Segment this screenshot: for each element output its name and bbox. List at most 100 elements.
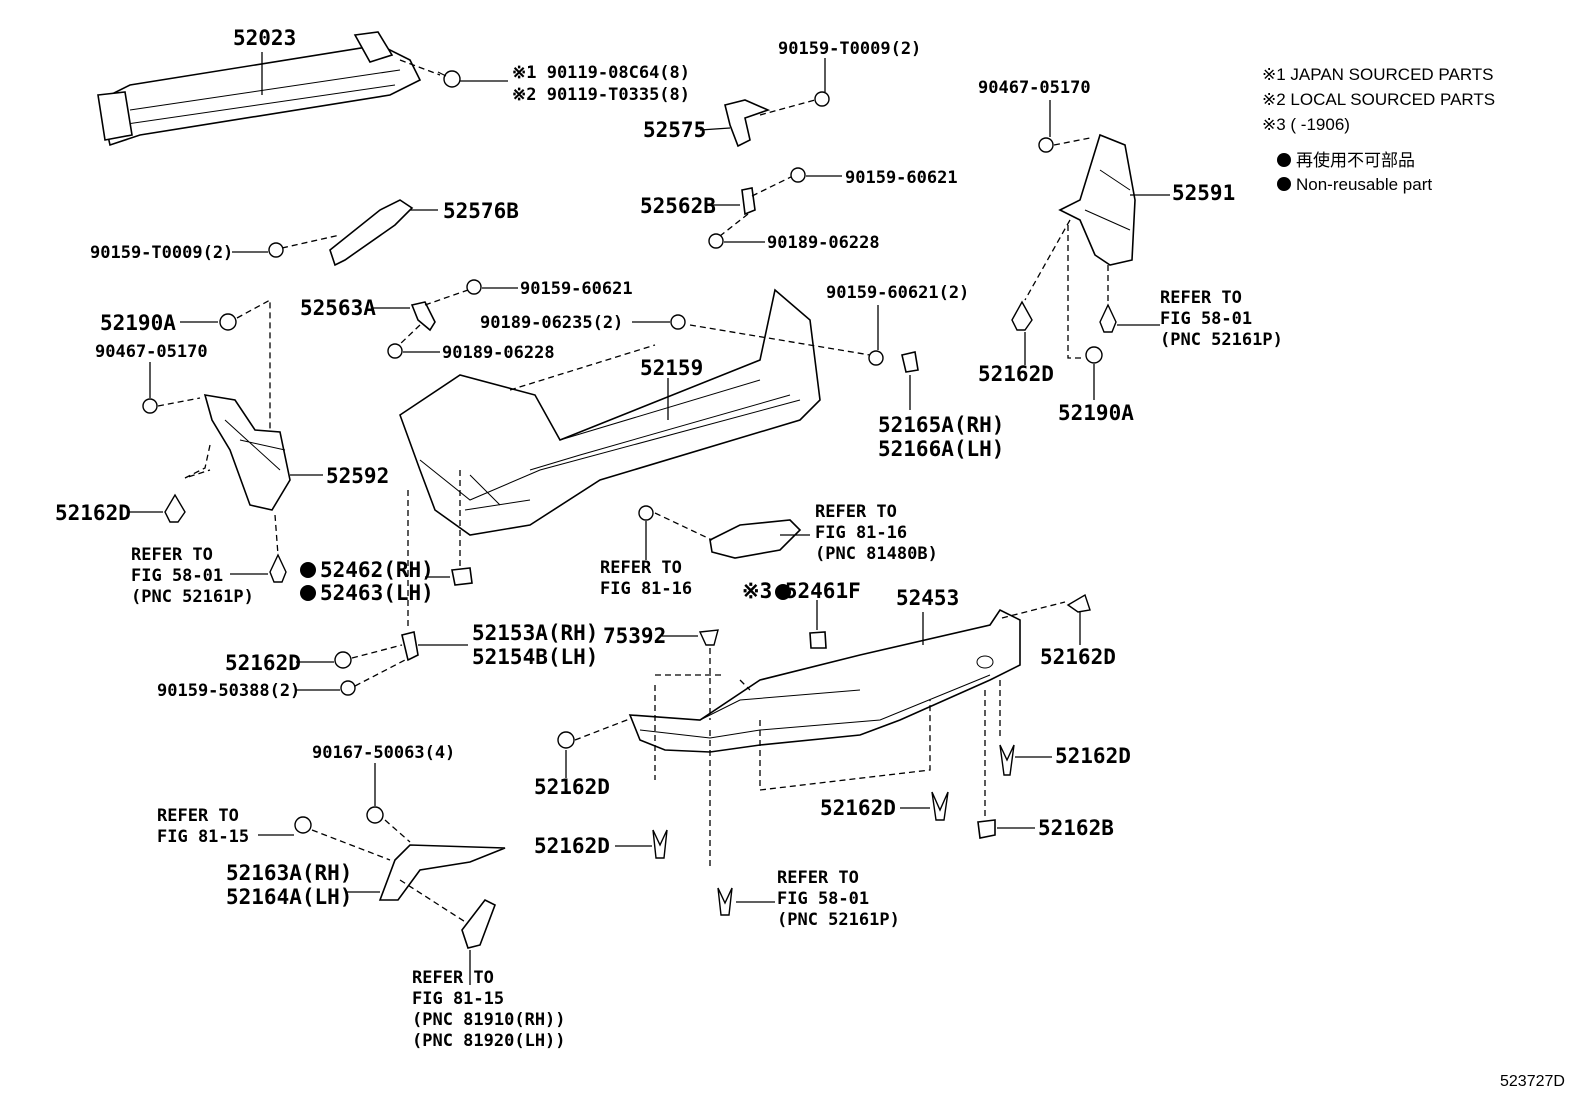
legend-note-2: ※2 LOCAL SOURCED PARTS (1262, 90, 1495, 109)
clip-75392-icon (698, 629, 719, 646)
clip-52162D-c1-icon (557, 731, 575, 749)
nut-90189-06235-icon (670, 314, 686, 330)
dash-52562B-bolt (751, 174, 796, 197)
part-52153A-bracket (401, 631, 419, 662)
label-52023: 52023 (233, 26, 296, 50)
screw-90467-right-icon (1038, 137, 1054, 153)
label-refer58-c2: FIG 58-01 (777, 889, 869, 909)
legend-nonreusable-jp: 再使用不可部品 (1296, 150, 1415, 170)
label-52166A: 52166A(LH) (878, 437, 1004, 461)
label-52592: 52592 (326, 464, 389, 488)
label-refer8115b-3: (PNC 81910(RH)) (412, 1010, 566, 1030)
label-90467-left: 90467-05170 (95, 342, 208, 362)
dash-52023-bolt (399, 59, 441, 76)
label-refer58-c1: REFER TO (777, 868, 859, 888)
label-52165A: 52165A(RH) (878, 413, 1004, 437)
dash-52159-top (509, 344, 656, 391)
part-52592-retainer (203, 394, 291, 511)
bolt-90159-60621-2-icon (868, 350, 884, 366)
nut-52190A-left-icon (219, 313, 237, 331)
label-90119-j1: ※1 90119-08C64(8) (512, 63, 690, 83)
clip-refer58-r-icon (1099, 303, 1117, 333)
label-refer8116a-1: REFER TO (815, 502, 897, 522)
label-90119-j2: ※2 90119-T0335(8) (512, 85, 690, 105)
label-refer8115b-2: FIG 81-15 (412, 989, 504, 1009)
label-refer58-r1: REFER TO (1160, 288, 1242, 308)
dash-52453-clips (654, 674, 931, 870)
part-52591-retainer (1058, 133, 1136, 266)
label-52162D-c2: 52162D (820, 796, 896, 820)
label-52162B: 52162B (1038, 816, 1114, 840)
legend-nonreusable-en: Non-reusable part (1296, 175, 1432, 194)
label-90159-60621b: 90159-60621 (520, 279, 633, 299)
label-refer58-l3: (PNC 52161P) (131, 587, 254, 607)
clip-52162D-c2-icon (931, 791, 949, 821)
label-75392: 75392 (603, 624, 666, 648)
non-reusable-dot-icon (1277, 153, 1291, 167)
label-52462: 52462(RH) (320, 558, 434, 582)
label-refer8116a-3: (PNC 81480B) (815, 544, 938, 564)
dash-52576B (281, 234, 341, 249)
label-52453: 52453 (896, 586, 959, 610)
part-reflector-ref (461, 898, 497, 949)
clip-refer58-left-icon (269, 553, 287, 583)
label-52162D-l1: 52162D (55, 501, 131, 525)
nut-90189-icon (708, 233, 724, 249)
label-refer8116b-1: REFER TO (600, 558, 682, 578)
dash-52153A-clip (351, 644, 403, 659)
label-52461F: ※3 52461F (742, 579, 861, 603)
part-52023-reinforcement (97, 31, 422, 147)
dash-90467-left (157, 397, 201, 407)
dash-52190A-right (1067, 225, 1085, 359)
label-90467-right: 90467-05170 (978, 78, 1091, 98)
clip-52162D-r1-icon (1011, 300, 1033, 331)
part-52162B-cap (977, 819, 996, 839)
screw-90467-left-icon (142, 398, 158, 414)
part-52163A-bracket (378, 844, 506, 901)
clip-52162D-r3-icon (999, 744, 1015, 776)
label-90159-60621a: 90159-60621 (845, 168, 958, 188)
bolt-90159-50388-icon (340, 680, 356, 696)
label-refer8116b-2: FIG 81-16 (600, 579, 692, 599)
label-52162D-c1: 52162D (534, 775, 610, 799)
dash-52592-clip2 (274, 514, 279, 556)
label-90159-60621-2: 90159-60621(2) (826, 283, 969, 303)
non-reusable-dot-icon (775, 584, 791, 600)
legend-note-3: ※3 ( -1906) (1262, 115, 1350, 134)
dash-52592-clip (184, 444, 211, 479)
label-refer58-l1: REFER TO (131, 545, 213, 565)
label-52162D-r3: 52162D (1055, 744, 1131, 768)
label-52164A: 52164A(LH) (226, 885, 352, 909)
label-52576B: 52576B (443, 199, 519, 223)
non-reusable-dot-icon (1277, 177, 1291, 191)
part-52563A-clip (410, 301, 436, 332)
dash-refer8115a (311, 829, 391, 861)
part-rear-lamp-ref (709, 519, 802, 559)
clip-52162D-l2-icon (334, 651, 352, 669)
part-52575-bracket (724, 99, 771, 148)
dash-52162D-c1 (574, 717, 633, 741)
dash-90167 (384, 819, 411, 843)
label-52563A: 52563A (300, 296, 376, 320)
dash-lamp (654, 512, 713, 541)
part-52576B-bracket (329, 199, 414, 267)
screw-refer8115a-icon (294, 816, 312, 834)
part-52159-bumper-cover (399, 288, 821, 536)
clip-52162D-c3-icon (652, 829, 668, 859)
legend: ※1 JAPAN SOURCED PARTS ※2 LOCAL SOURCED … (1262, 65, 1495, 194)
clip-52162D-r2-icon (1066, 593, 1091, 613)
part-52461F-pad (809, 631, 827, 649)
nut-icon (387, 343, 403, 359)
screw-lamp-icon (638, 505, 654, 521)
label-90159-T0009-top: 90159-T0009(2) (778, 39, 921, 59)
label-52162D-l2: 52162D (225, 651, 301, 675)
clip-refer58-c-icon (717, 887, 733, 916)
bolt-90167-50063-icon (366, 806, 384, 824)
dash-52563A (424, 289, 469, 306)
label-refer8115a-2: FIG 81-15 (157, 827, 249, 847)
bolt-icon (466, 279, 482, 295)
label-52162D-r2: 52162D (1040, 645, 1116, 669)
part-52562B-clip (741, 187, 756, 216)
non-reusable-dot-icon (300, 585, 316, 601)
